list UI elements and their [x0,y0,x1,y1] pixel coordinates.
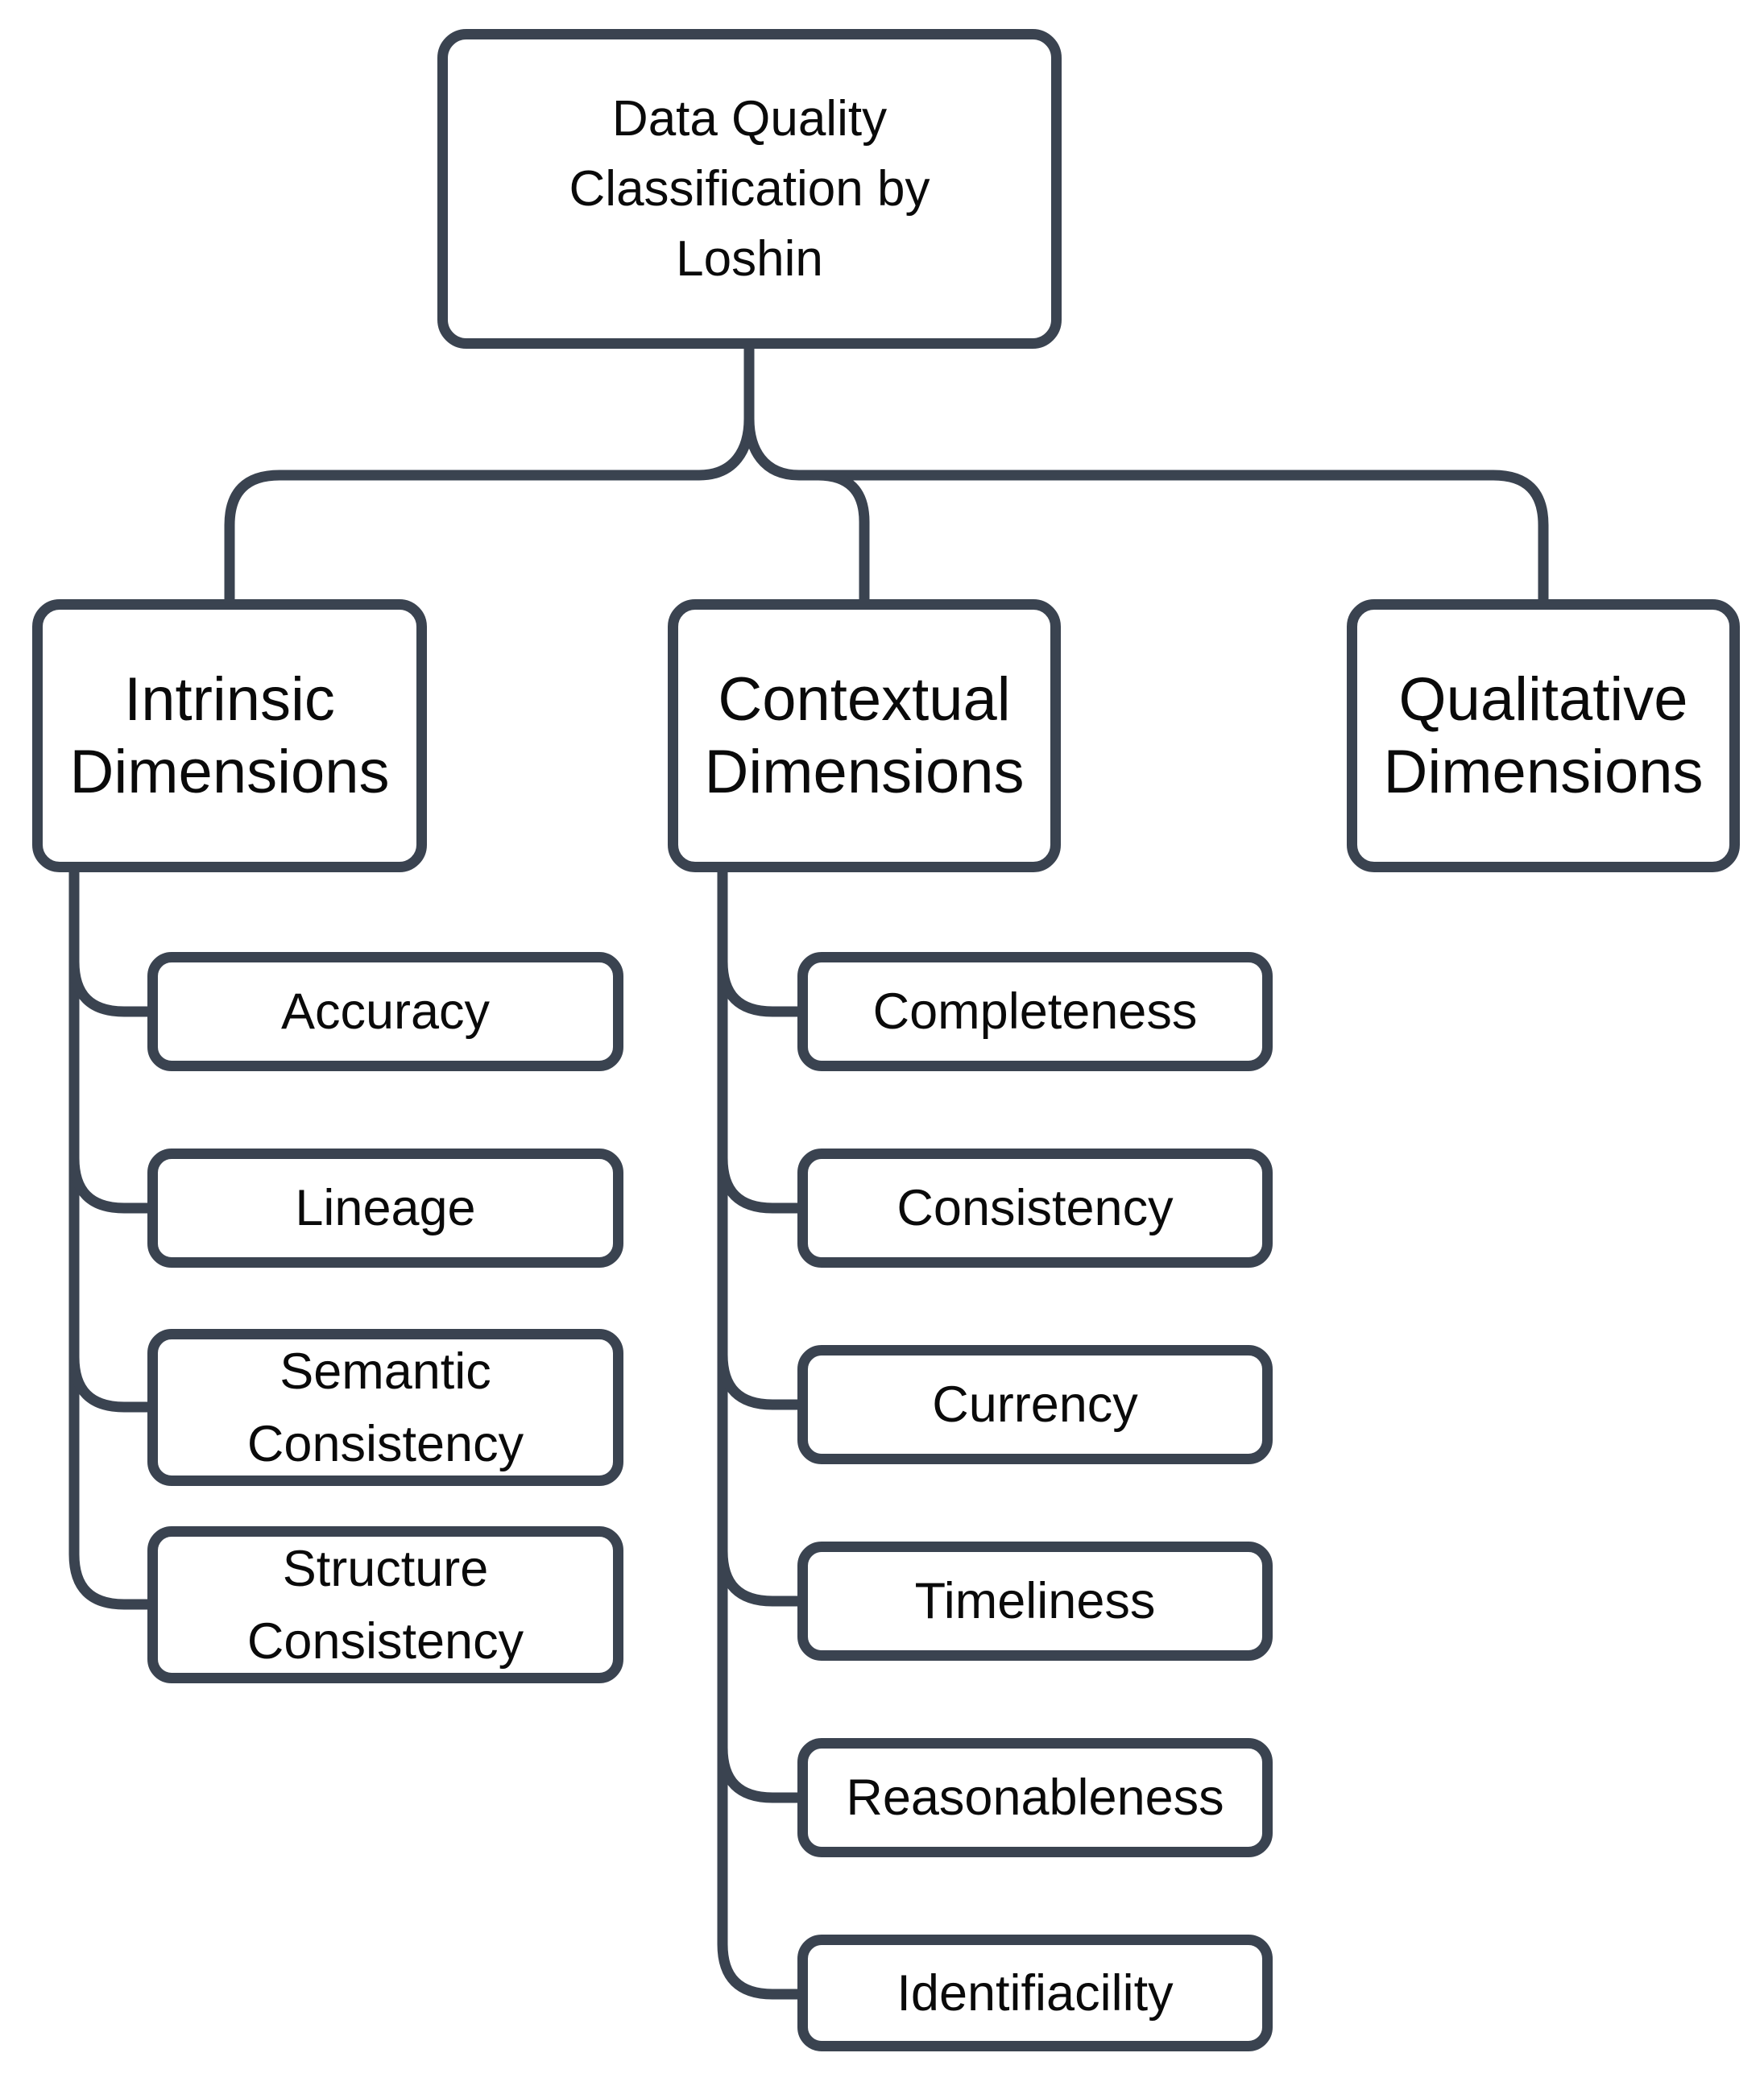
node-accuracy: Accuracy [147,952,623,1071]
connector-root-to-contextual [812,470,870,610]
connector-contextual-to-currency [717,1349,810,1410]
node-label: Consistency [896,1180,1174,1236]
connector-intrinsic-to-lineage [68,1153,160,1214]
connector-contextual-to-timeliness [717,1546,810,1607]
node-label: Semantic Consistency [246,1343,524,1472]
node-label: Identifiacility [896,1964,1174,2022]
node-label: Currency [932,1376,1138,1433]
connector-contextual-trunk [717,863,810,2000]
connector-contextual-to-reasonableness [717,1742,810,1803]
connector-contextual-to-completeness [717,956,810,1017]
node-label: Data Quality Classification by Loshin [569,91,930,287]
node-lineage: Lineage [147,1149,623,1268]
connector-intrinsic-to-accuracy [68,956,160,1017]
connector-contextual-to-consistency [717,1153,810,1214]
node-label: Contextual Dimensions [704,664,1025,806]
node-label: Structure Consistency [246,1540,524,1670]
node-timeliness: Timeliness [797,1542,1273,1661]
connector-root-to-qualitative [743,413,1549,610]
node-contextual-dimensions: Contextual Dimensions [668,599,1061,872]
connector-intrinsic-to-semantic [68,1351,160,1413]
node-intrinsic-dimensions: Intrinsic Dimensions [32,599,427,872]
node-completeness: Completeness [797,952,1273,1071]
connector-root-to-intrinsic [224,338,755,610]
node-reasonableness: Reasonableness [797,1738,1273,1857]
node-root: Data Quality Classification by Loshin [437,29,1062,349]
node-label: Completeness [872,983,1198,1040]
node-label: Lineage [295,1180,476,1236]
node-label: Timeliness [914,1573,1156,1629]
node-label: Reasonableness [846,1769,1224,1826]
node-label: Accuracy [280,983,491,1040]
node-consistency: Consistency [797,1149,1273,1268]
node-currency: Currency [797,1345,1273,1464]
node-qualitative-dimensions: Qualitative Dimensions [1347,599,1740,872]
node-identifiacility: Identifiacility [797,1935,1273,2051]
connector-intrinsic-trunk [68,863,160,1610]
node-semantic-consistency: Semantic Consistency [147,1329,623,1486]
node-structure-consistency: Structure Consistency [147,1526,623,1683]
node-label: Intrinsic Dimensions [69,664,390,806]
node-label: Qualitative Dimensions [1383,664,1704,806]
